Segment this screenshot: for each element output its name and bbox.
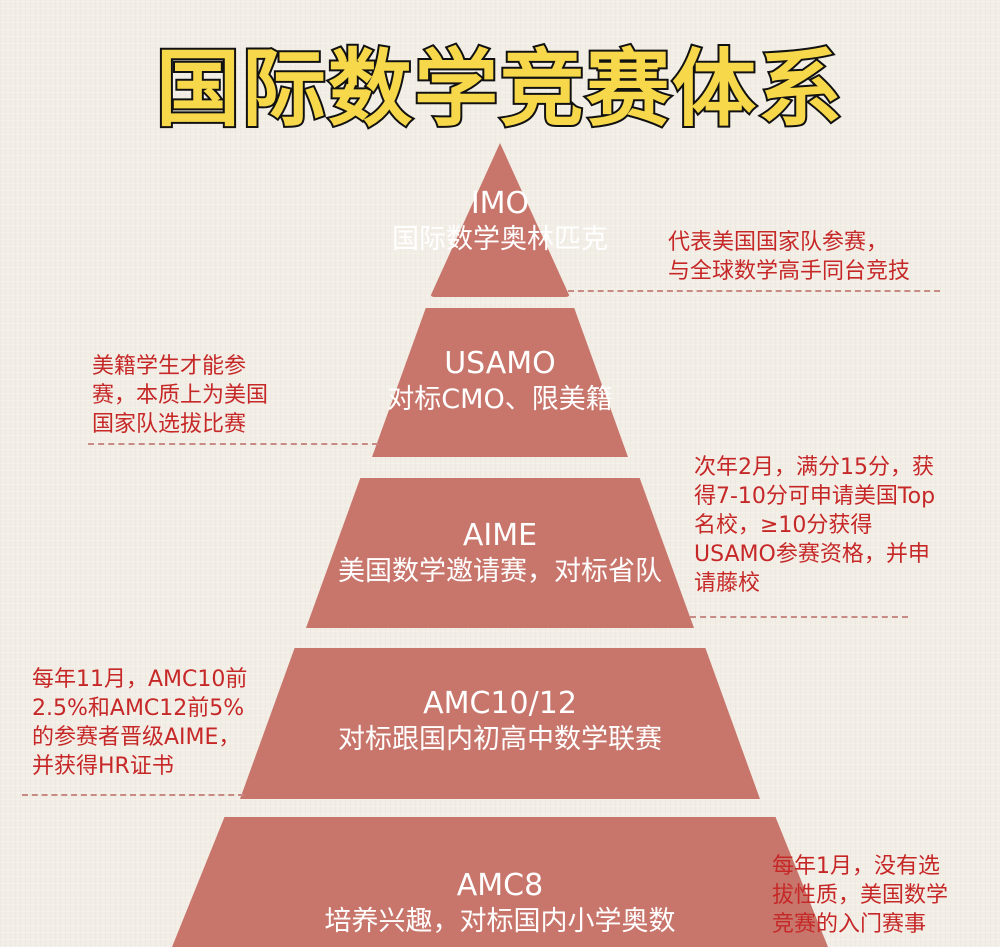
note-usamo-line: 美籍学生才能参 [92, 354, 247, 379]
tier-aime-label: AIME 美国数学邀请赛，对标省队 [300, 517, 700, 588]
tier-aime-desc: 美国数学邀请赛，对标省队 [338, 555, 662, 587]
tier-usamo-name: USAMO [444, 346, 556, 381]
tier-amc8-desc: 培养兴趣，对标国内小学奥数 [324, 905, 676, 937]
note-amc8-line: 拔性质，美国数学 [772, 883, 949, 909]
note-usamo-underline [88, 443, 378, 445]
note-amc8-line: 竞赛的入门赛事 [772, 912, 927, 938]
note-usamo-line: 赛，本质上为美国 [92, 383, 269, 409]
tier-amc8-name: AMC8 [456, 868, 544, 903]
note-amc8: 每年1月，没有选 拔性质，美国数学 竞赛的入门赛事 [772, 852, 948, 939]
note-amc1012: 每年11月，AMC10前 2.5%和AMC12前5% 的参赛者晋级AIME， 并… [32, 665, 247, 781]
note-aime-underline [690, 616, 908, 618]
tier-usamo-label: USAMO 对标CMO、限美籍 [320, 345, 680, 416]
tier-amc1012-name: AMC10/12 [423, 686, 577, 721]
note-imo: 代表美国国家队参赛， 与全球数学高手同台竞技 [668, 228, 910, 286]
note-usamo-line: 国家队选拔比赛 [92, 412, 247, 438]
note-aime-line: 次年2月，满分15分，获 [694, 455, 934, 480]
note-imo-line: 与全球数学高手同台竞技 [668, 259, 911, 285]
note-aime-line: 名校，≥10分获得 [694, 513, 873, 539]
tier-amc1012-desc: 对标跟国内初高中数学联赛 [338, 723, 662, 755]
page-title: 国际数学竞赛体系 [154, 38, 844, 140]
note-imo-line: 代表美国国家队参赛， [668, 230, 889, 255]
tier-imo-label: IMO 国际数学奥林匹克 [350, 185, 650, 256]
note-aime-line: USAMO参赛资格，并申 [694, 542, 930, 568]
note-amc1012-line: 每年11月，AMC10前 [32, 667, 248, 692]
note-amc1012-line: 的参赛者晋级AIME， [32, 725, 241, 751]
tier-aime-shape [306, 478, 694, 628]
note-aime-line: 得7-10分可申请美国Top [694, 484, 936, 510]
tier-amc1012-shape [240, 648, 760, 799]
note-usamo: 美籍学生才能参 赛，本质上为美国 国家队选拔比赛 [92, 352, 268, 439]
tier-amc1012-label: AMC10/12 对标跟国内初高中数学联赛 [280, 685, 720, 756]
note-imo-underline [568, 290, 940, 292]
note-aime-line: 请藤校 [694, 571, 761, 597]
tier-amc8-label: AMC8 培养兴趣，对标国内小学奥数 [270, 867, 730, 938]
note-aime: 次年2月，满分15分，获 得7-10分可申请美国Top 名校，≥10分获得 US… [694, 453, 935, 598]
note-amc1012-underline [22, 794, 244, 796]
tier-imo-name: IMO [470, 186, 530, 221]
tier-usamo-desc: 对标CMO、限美籍 [387, 383, 613, 415]
tier-imo-desc: 国际数学奥林匹克 [392, 223, 608, 255]
note-amc8-line: 每年1月，没有选 [772, 854, 940, 879]
note-amc1012-line: 2.5%和AMC12前5% [32, 696, 245, 722]
note-amc1012-line: 并获得HR证书 [32, 754, 174, 780]
tier-aime-name: AIME [462, 518, 538, 553]
tier-amc8-shape [172, 817, 828, 947]
